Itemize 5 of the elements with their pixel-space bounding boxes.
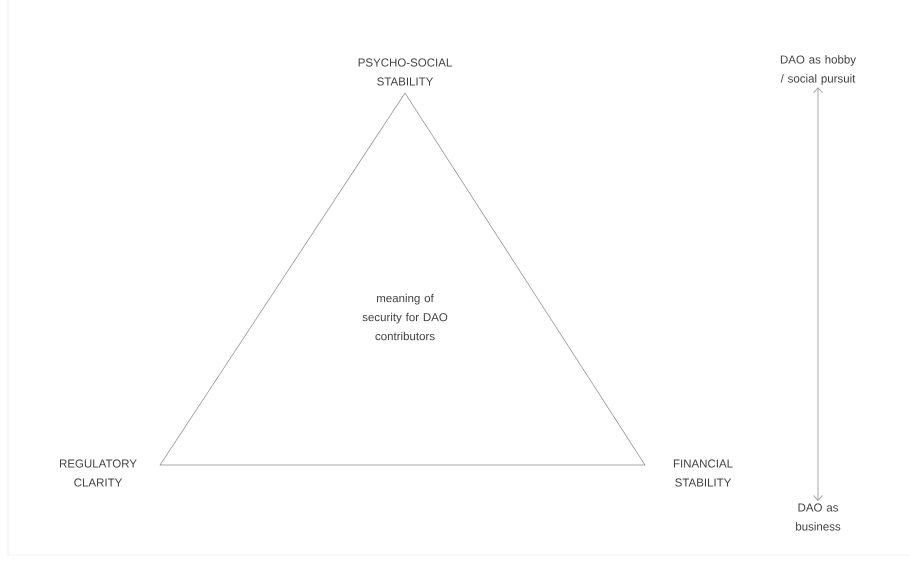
double-arrow xyxy=(813,87,823,502)
pole-label: DAO as business xyxy=(796,503,840,531)
pole-label: DAO as hobby / social pursuit xyxy=(780,55,856,85)
corner-label: REGULATORY CLARITY xyxy=(60,459,137,487)
corner-label: FINANCIAL STABILITY xyxy=(674,459,733,487)
